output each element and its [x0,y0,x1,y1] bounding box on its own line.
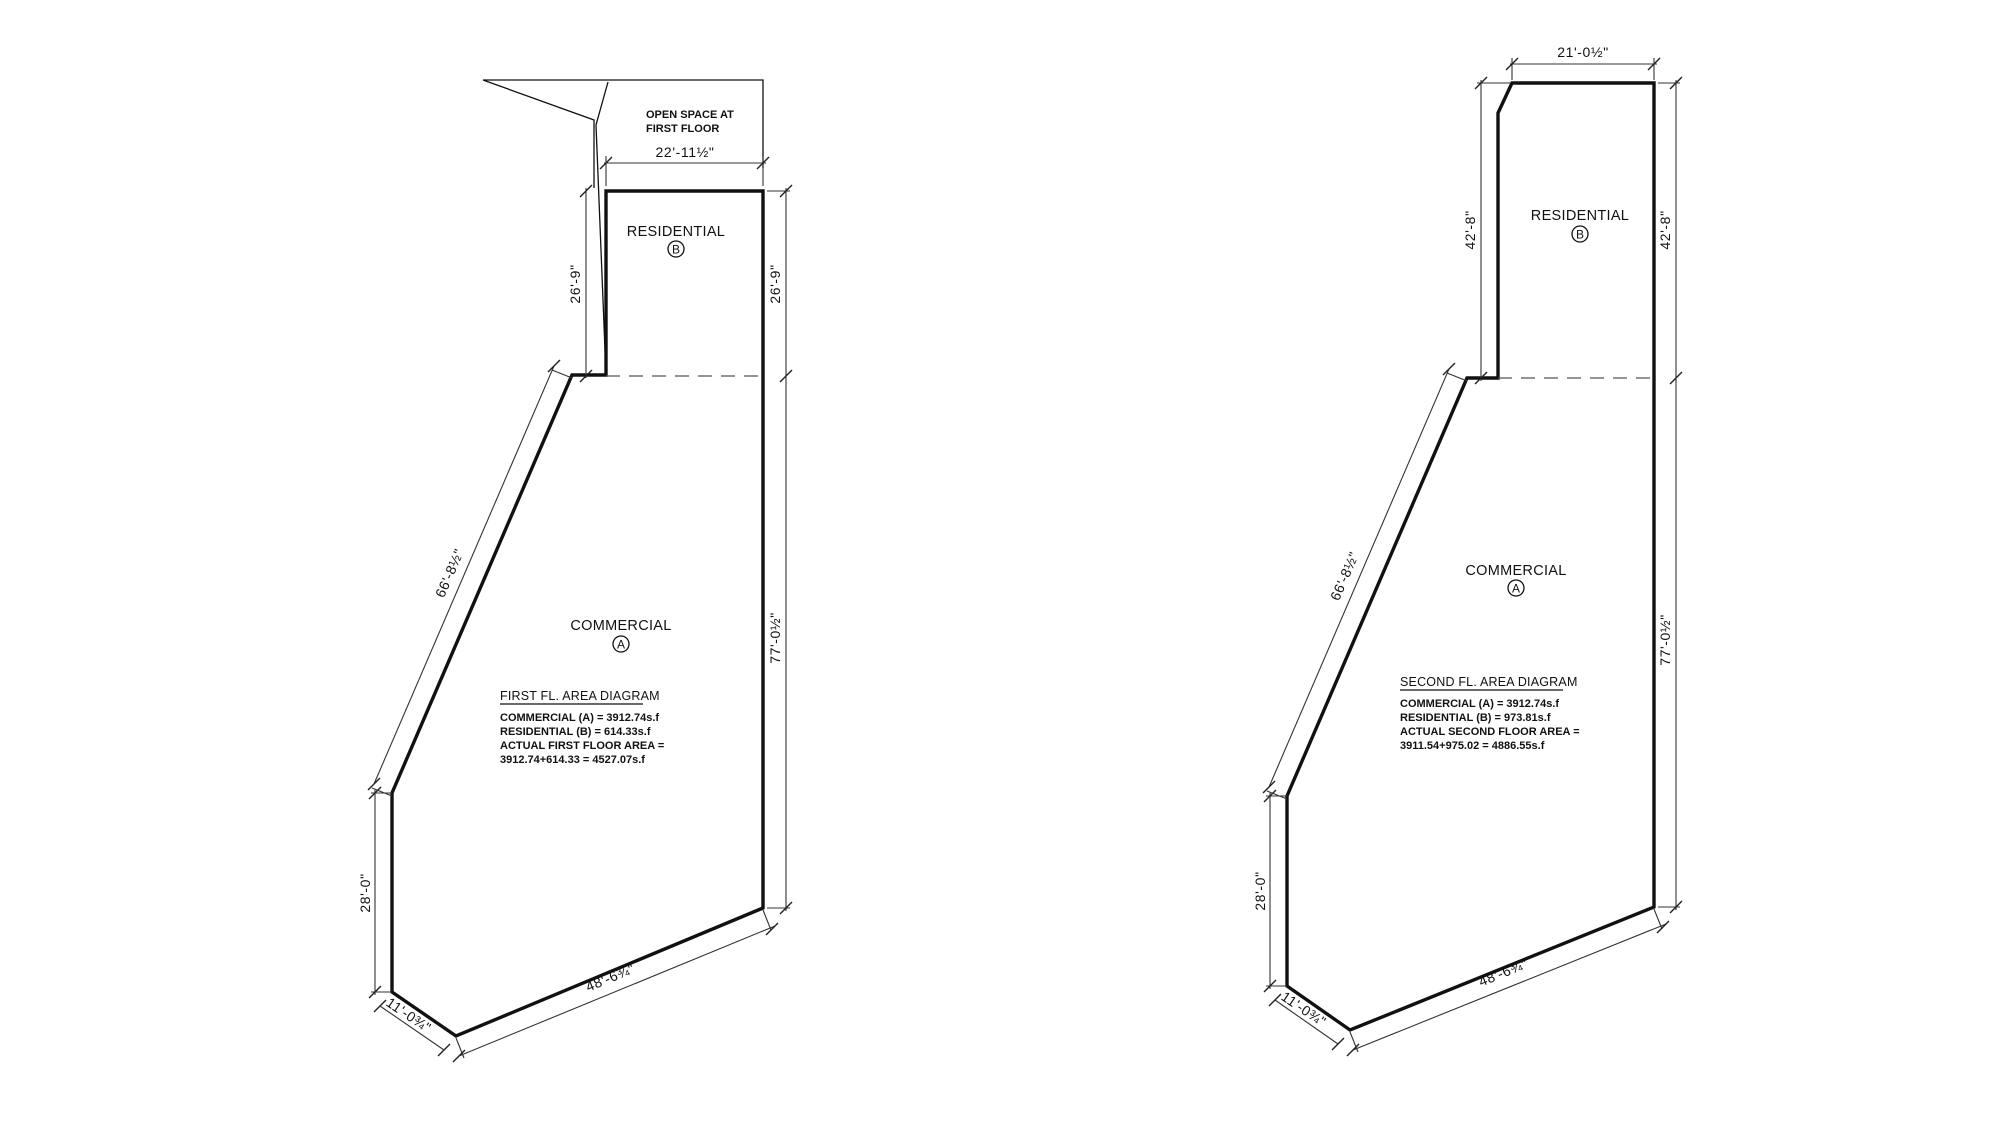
second-dim-right-upper-text: 42'-8" [1657,210,1673,249]
second-area-title: SECOND FL. AREA DIAGRAM [1400,675,1578,689]
first-commercial-tag: A [617,638,625,652]
second-dim-left-lower: 28'-0" [1252,789,1287,993]
second-dim-left-upper-text: 42'-8" [1462,210,1478,249]
second-residential-tag: B [1576,228,1584,242]
second-area-line-2: RESIDENTIAL (B) = 973.81s.f [1400,712,1551,724]
first-commercial-tag-circle [612,635,630,653]
first-residential-label: RESIDENTIAL [627,224,725,240]
second-dim-bottom-text: 48'-6¾" [1476,955,1530,989]
second-floor-outline [1285,81,1656,1032]
open-space-outline [482,79,764,188]
second-dim-bottom: 48'-6¾" [1346,908,1670,1057]
second-dim-right-upper: 42'-8" [1657,76,1683,385]
second-area-line-3: ACTUAL SECOND FLOOR AREA = [1400,726,1580,738]
first-dim-bottom: 48'-6¾" [452,909,779,1063]
first-floor-plan: OPEN SPACE AT FIRST FLOOR 22'-11½" 26'-9… [357,79,793,1063]
first-dim-diagonal-text: 66'-8½" [432,546,467,600]
second-commercial-tag: A [1512,582,1520,596]
first-dim-left-upper-text: 26'-9" [567,264,583,303]
open-space-label-line-1: OPEN SPACE AT [646,109,734,121]
first-area-line-4: 3912.74+614.33 = 4527.07s.f [500,754,645,766]
first-dim-left-lower-text: 28'-0" [357,873,373,912]
second-commercial-label: COMMERCIAL [1465,563,1566,579]
first-residential-tag-circle [667,240,685,258]
first-area-title: FIRST FL. AREA DIAGRAM [500,689,660,703]
second-area-line-1: COMMERCIAL (A) = 3912.74s.f [1400,698,1559,710]
first-dim-right-lower-text: 77'-0½" [767,612,783,664]
second-area-line-4: 3911.54+975.02 = 4886.55s.f [1400,740,1545,752]
second-residential-label: RESIDENTIAL [1531,208,1629,224]
first-dim-top-text: 22'-11½" [656,144,715,160]
second-dim-diagonal-text: 66'-8½" [1327,549,1362,603]
first-dim-left-lower: 28'-0" [357,786,392,999]
first-dim-right-lower: 77'-0½" [767,374,793,915]
second-dim-right-lower-text: 77'-0½" [1657,614,1673,666]
first-area-line-2: RESIDENTIAL (B) = 614.33s.f [500,726,651,738]
first-dim-bottom-text: 48'-6¾" [583,960,637,995]
open-space-label-line-2: FIRST FLOOR [646,123,719,135]
second-dim-left-lower-text: 28'-0" [1252,871,1268,910]
second-dim-right-lower: 77'-0½" [1657,376,1683,914]
first-commercial-label: COMMERCIAL [570,618,671,634]
second-residential-tag-circle [1571,225,1589,243]
second-floor-plan: 21'-0½" 42'-8" 42'-8" 77'-0½" [1252,44,1683,1057]
second-commercial-tag-circle [1507,579,1525,597]
first-dim-left-upper: 26'-9" [567,184,593,383]
second-dim-left-upper: 42'-8" [1462,76,1510,385]
first-dim-right-upper-text: 26'-9" [767,264,783,303]
second-dim-top: 21'-0½" [1505,44,1661,80]
first-residential-tag: B [672,243,680,257]
first-dim-top: 22'-11½" [599,144,770,186]
open-space-left-edge [595,81,609,376]
first-area-line-3: ACTUAL FIRST FLOOR AREA = [500,740,664,752]
first-dim-right-upper: 26'-9" [767,184,793,383]
second-dim-top-text: 21'-0½" [1557,44,1609,60]
first-area-line-1: COMMERCIAL (A) = 3912.74s.f [500,712,659,724]
